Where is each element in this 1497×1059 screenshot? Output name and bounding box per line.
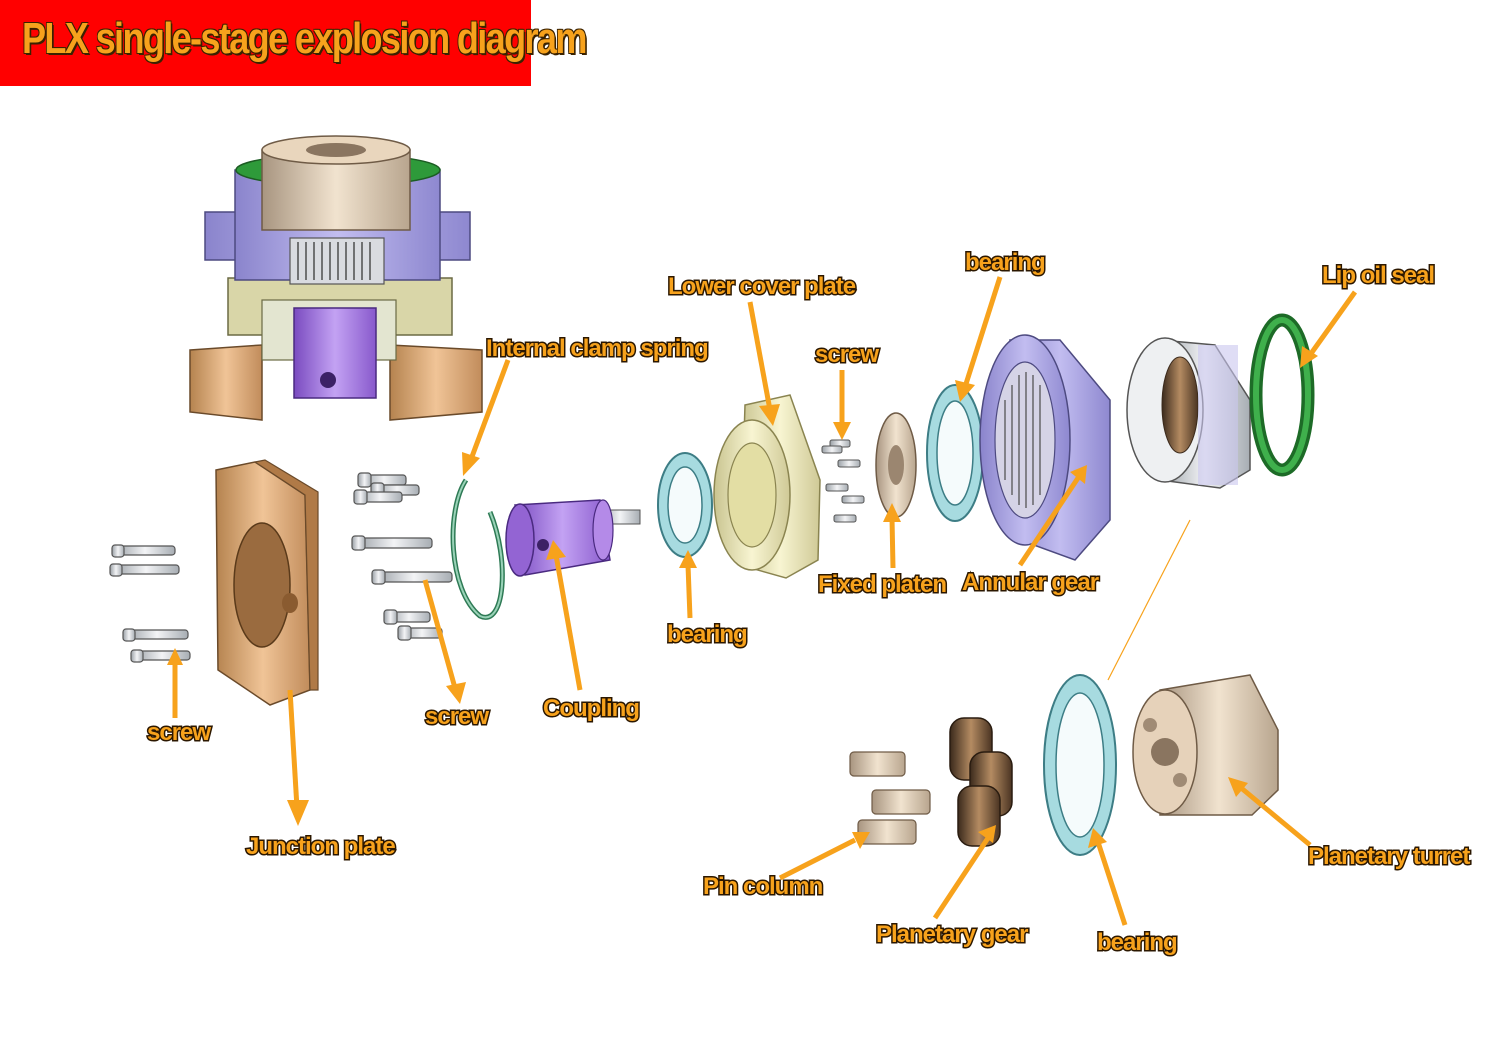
arrow-coupling — [546, 540, 583, 691]
arrow-screw-top — [833, 370, 851, 440]
arrow-bearing-bottom — [1088, 828, 1128, 926]
arrow-screw-middle — [422, 579, 466, 704]
bearing-mid — [657, 452, 713, 558]
leader-arrows — [167, 276, 1358, 926]
label-screw-top: screw — [815, 341, 879, 368]
label-planetary-gear: Planetary gear — [876, 921, 1028, 948]
bearing-bottom — [1043, 674, 1117, 856]
screw-set-top — [821, 439, 865, 523]
arrow-internal-clamp-spring — [462, 359, 511, 476]
label-screw-middle: screw — [425, 703, 489, 730]
label-lip-oil-seal: Lip oil seal — [1322, 262, 1434, 289]
label-bearing-mid: bearing — [667, 621, 747, 648]
annular-gear — [979, 334, 1111, 561]
label-junction-plate: Junction plate — [246, 833, 395, 860]
label-bearing-top: bearing — [965, 249, 1045, 276]
fixed-platen — [875, 412, 917, 518]
pin-columns — [849, 751, 931, 845]
arrow-junction-plate — [287, 689, 309, 826]
arrow-lower-cover-plate — [747, 301, 780, 426]
label-fixed-platen: Fixed platen — [818, 571, 946, 598]
label-pin-column: Pin column — [703, 873, 823, 900]
label-screw-left: screw — [147, 719, 211, 746]
lower-cover-plate — [713, 394, 821, 579]
arrow-bearing-top — [955, 276, 1003, 402]
junction-plate — [215, 459, 319, 706]
subassembly-connector-line — [1107, 519, 1191, 681]
label-planetary-turret: Planetary turret — [1308, 843, 1470, 870]
arrow-pin-column — [778, 832, 870, 881]
label-annular-gear: Annular gear — [962, 569, 1099, 596]
planetary-turret — [1132, 674, 1279, 816]
arrow-lip-oil-seal — [1300, 290, 1358, 368]
screw-set-middle — [351, 472, 453, 641]
arrow-annular-gear — [1017, 465, 1087, 567]
cutaway-assembly — [189, 135, 483, 421]
arrow-bearing-mid — [679, 550, 697, 619]
arrow-planetary-gear — [932, 825, 996, 920]
arrow-screw-left — [167, 648, 183, 718]
label-internal-clamp-spring: Internal clamp spring — [486, 335, 708, 362]
coupling — [505, 499, 641, 577]
lip-oil-seal — [1249, 313, 1315, 477]
screw-set-left — [109, 544, 191, 663]
bearing-top — [926, 384, 984, 522]
arrow-fixed-platen — [883, 503, 901, 569]
title-banner: PLX single-stage explosion diagram — [0, 0, 587, 86]
part-labels: Internal clamp spring Lower cover plate … — [146, 248, 1473, 958]
label-lower-cover-plate: Lower cover plate — [668, 273, 856, 300]
internal-clamp-spring — [450, 478, 505, 620]
label-coupling: Coupling — [543, 695, 639, 722]
arrow-planetary-turret — [1228, 777, 1312, 847]
label-bearing-bottom: bearing — [1097, 929, 1177, 956]
planetary-gears — [949, 717, 1013, 847]
diagram-title: PLX single-stage explosion diagram — [22, 14, 587, 63]
planetary-carrier-assembly — [1126, 337, 1251, 489]
